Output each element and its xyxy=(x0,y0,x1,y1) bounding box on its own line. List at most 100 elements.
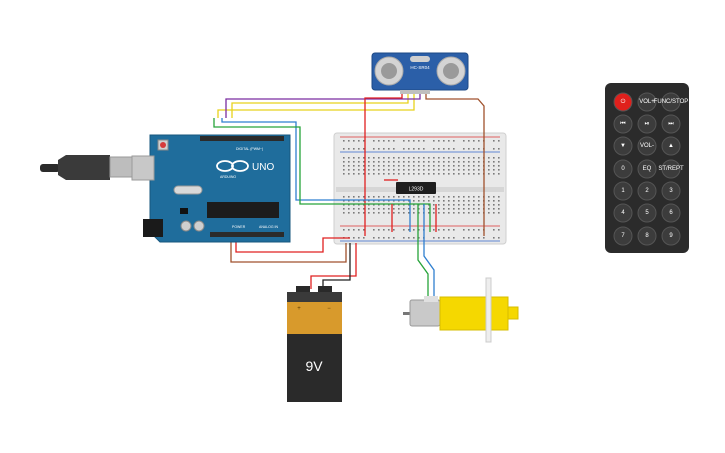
breadboard-hole xyxy=(403,200,405,202)
remote-key[interactable] xyxy=(637,181,657,201)
remote-button[interactable]: VOL- xyxy=(637,136,657,156)
remote-button[interactable]: 0 xyxy=(613,159,633,179)
remote-key[interactable] xyxy=(613,181,633,201)
breadboard-hole xyxy=(358,200,360,202)
wire-yellow-1 xyxy=(231,93,409,118)
remote-key[interactable] xyxy=(661,159,681,179)
breadboard-hole xyxy=(418,200,420,202)
up-arrow-button[interactable] xyxy=(661,136,681,156)
remote-key[interactable] xyxy=(637,226,657,246)
remote-button[interactable]: 7 xyxy=(613,226,633,246)
rewind-button[interactable] xyxy=(613,114,633,134)
remote-key[interactable] xyxy=(661,181,681,201)
remote-button[interactable]: 9 xyxy=(661,226,681,246)
remote-key[interactable] xyxy=(613,203,633,223)
remote-key[interactable] xyxy=(637,136,657,156)
remote-key[interactable] xyxy=(661,92,681,112)
breadboard-hole xyxy=(373,173,375,175)
breadboard-hole xyxy=(428,157,430,159)
battery-top xyxy=(287,302,342,334)
breadboard-hole xyxy=(398,165,400,167)
breadboard-hole xyxy=(458,161,460,163)
breadboard-hole xyxy=(478,212,480,214)
breadboard-hole xyxy=(498,148,500,150)
remote-key[interactable] xyxy=(637,92,657,112)
remote-button[interactable]: 5 xyxy=(637,203,657,223)
remote-key[interactable] xyxy=(637,159,657,179)
battery-plus-label: + xyxy=(297,306,301,312)
breadboard-hole xyxy=(453,212,455,214)
breadboard-hole xyxy=(438,157,440,159)
remote-button[interactable]: ⏭ xyxy=(661,114,681,134)
wire-green-motor xyxy=(417,204,429,297)
analog-label: ANALOG IN xyxy=(259,225,279,229)
breadboard-hole xyxy=(418,196,420,198)
breadboard-hole xyxy=(473,148,475,150)
breadboard-hole xyxy=(353,165,355,167)
breadboard-hole xyxy=(358,237,360,239)
remote-key[interactable] xyxy=(661,226,681,246)
remote-button[interactable]: 8 xyxy=(637,226,657,246)
breadboard-hole xyxy=(378,200,380,202)
breadboard-hole xyxy=(363,208,365,210)
breadboard-hole xyxy=(363,212,365,214)
battery-label: 9V xyxy=(305,358,323,374)
remote-button[interactable]: FUNC/STOP xyxy=(654,92,689,112)
breadboard-hole xyxy=(373,208,375,210)
remote-button[interactable]: 4 xyxy=(613,203,633,223)
remote-button[interactable]: ⏻ xyxy=(613,92,633,112)
remote-button[interactable]: ⏯ xyxy=(637,114,657,134)
breadboard-hole xyxy=(368,196,370,198)
remote-button[interactable]: EQ xyxy=(637,159,657,179)
remote-key-label: 0 xyxy=(621,166,625,172)
breadboard-hole xyxy=(438,212,440,214)
breadboard-hole xyxy=(423,200,425,202)
breadboard-hole xyxy=(363,173,365,175)
breadboard-hole xyxy=(413,140,415,142)
remote-key[interactable] xyxy=(661,203,681,223)
usb-cable-plug xyxy=(58,155,110,180)
remote-button[interactable]: 1 xyxy=(613,181,633,201)
breadboard-hole xyxy=(453,157,455,159)
breadboard-hole xyxy=(448,157,450,159)
breadboard-hole xyxy=(478,157,480,159)
dc-gear-motor xyxy=(403,277,519,343)
remote-button[interactable]: 3 xyxy=(661,181,681,201)
remote-button[interactable]: VOL+ xyxy=(637,92,657,112)
remote-button[interactable]: ▲ xyxy=(661,136,681,156)
breadboard-hole xyxy=(468,229,470,231)
usb-plug-metal xyxy=(109,156,135,178)
remote-button[interactable]: 6 xyxy=(661,203,681,223)
breadboard-hole xyxy=(468,196,470,198)
remote-key-label: VOL- xyxy=(640,143,654,149)
atmega-chip xyxy=(207,202,279,218)
usb-port xyxy=(131,155,155,181)
remote-key[interactable] xyxy=(637,203,657,223)
breadboard-hole xyxy=(393,140,395,142)
breadboard-hole xyxy=(368,204,370,206)
fast-forward-button[interactable] xyxy=(661,114,681,134)
breadboard-hole xyxy=(393,196,395,198)
remote-key-label: 3 xyxy=(669,188,673,194)
down-arrow-button[interactable] xyxy=(613,136,633,156)
remote-button[interactable]: ▼ xyxy=(613,136,633,156)
play-pause-button[interactable] xyxy=(637,114,657,134)
remote-button[interactable]: ⏮ xyxy=(613,114,633,134)
remote-key[interactable] xyxy=(613,226,633,246)
breadboard-hole xyxy=(378,161,380,163)
remote-button[interactable]: 2 xyxy=(637,181,657,201)
breadboard-hole xyxy=(493,200,495,202)
breadboard-hole xyxy=(358,196,360,198)
remote-key[interactable] xyxy=(613,159,633,179)
driver-ic: L293D xyxy=(396,182,436,194)
breadboard-hole xyxy=(433,237,435,239)
breadboard-hole xyxy=(473,165,475,167)
breadboard-hole xyxy=(423,173,425,175)
breadboard-hole xyxy=(383,196,385,198)
gearbox xyxy=(439,296,509,331)
power-button[interactable] xyxy=(613,92,633,112)
breadboard-hole xyxy=(383,173,385,175)
breadboard-hole xyxy=(383,148,385,150)
remote-button[interactable]: ST/REPT xyxy=(658,159,684,179)
breadboard-hole xyxy=(433,157,435,159)
